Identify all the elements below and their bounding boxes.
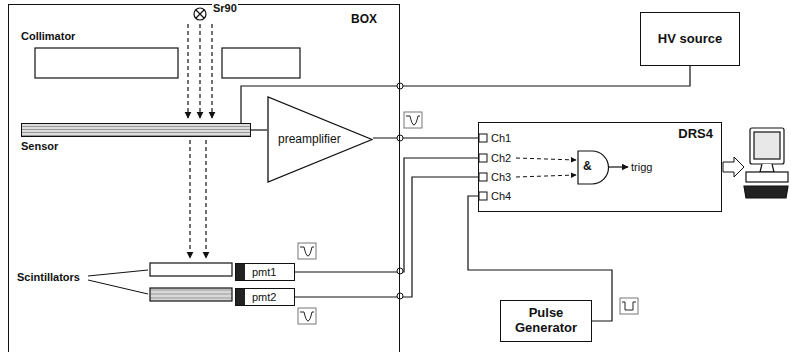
- leader-line: [88, 270, 148, 294]
- channel-name: Ch2: [491, 152, 511, 165]
- signal-wire: [468, 196, 612, 321]
- transfer-arrow: [723, 157, 744, 177]
- box-title: HV source: [658, 32, 722, 47]
- beam-arrow: [188, 24, 212, 258]
- signal-wire: [373, 137, 478, 138]
- part-name: preamplifier: [278, 133, 341, 147]
- input-port: [479, 134, 487, 200]
- part-name: pmt1: [252, 266, 276, 279]
- signal-name: trigg: [631, 161, 652, 174]
- and-gate: [578, 151, 609, 184]
- channel-name: Ch1: [491, 132, 511, 145]
- channel-name: Ch4: [491, 190, 511, 203]
- signal-wire: [295, 177, 478, 297]
- scintillator: [150, 288, 232, 301]
- channel-name: Ch3: [491, 171, 511, 184]
- pmt-box: pmt1: [235, 263, 295, 281]
- computer-icon: [744, 128, 788, 198]
- box-title: Pulse Generator: [506, 306, 586, 336]
- gate-symbol: &: [583, 160, 592, 174]
- sensor-bar: [21, 123, 251, 137]
- part-label: Scintillators: [16, 271, 81, 283]
- housing-box: BOX Sensor preamplifier pmt1 pmt2: [8, 4, 400, 352]
- part-name: pmt2: [252, 291, 276, 304]
- signal-wire: [251, 129, 267, 130]
- collimator-block: [35, 48, 178, 78]
- trigger-line: [516, 158, 576, 177]
- signal-wire: [295, 158, 478, 272]
- collimator-block: [222, 48, 300, 78]
- feedthrough: [397, 83, 403, 299]
- part-label: Collimator: [20, 30, 76, 42]
- part-label: Sr90: [212, 2, 238, 14]
- trigger-arrow: [608, 166, 628, 167]
- preamplifier-triangle: preamplifier: [267, 96, 373, 183]
- pulse-generator-box: Pulse Generator: [500, 300, 592, 342]
- digitizer-box: DRS4 Ch1Ch2Ch3Ch4 & trigg: [478, 122, 722, 212]
- hv-source-box: HV source: [640, 12, 740, 66]
- box-title: DRS4: [678, 127, 713, 142]
- pmt-box: pmt2: [235, 288, 295, 306]
- scintillator: [150, 263, 232, 276]
- source-symbol: [194, 8, 206, 20]
- box-title: BOX: [351, 13, 377, 27]
- amplifier-symbol: [268, 97, 372, 182]
- sensor: Sensor: [21, 123, 251, 157]
- part-name: Sensor: [21, 140, 251, 153]
